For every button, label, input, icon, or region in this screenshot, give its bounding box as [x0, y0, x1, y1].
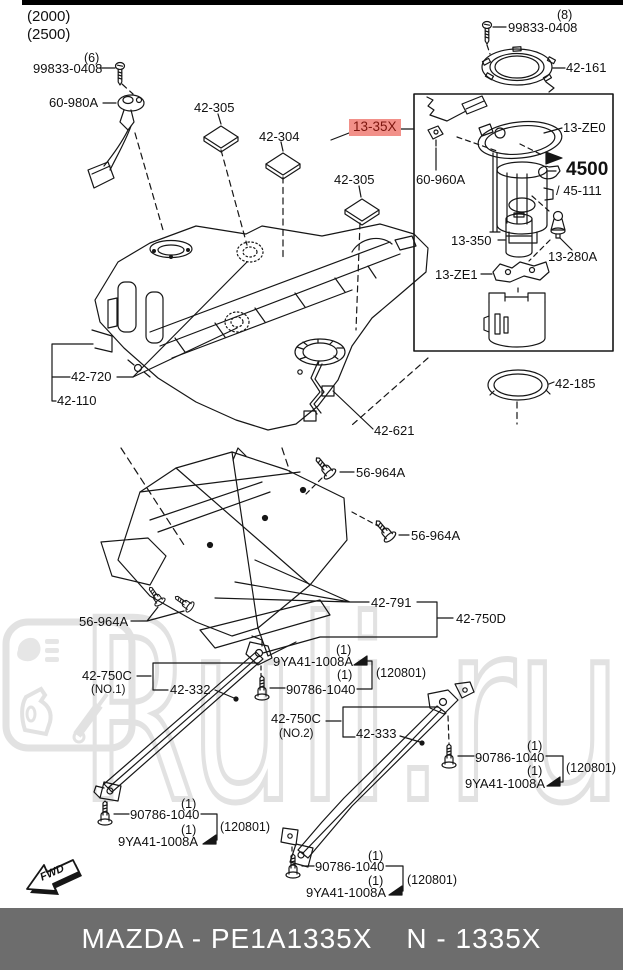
lock-ring-42-161	[481, 46, 557, 93]
watermark-text: Ruli.ru	[78, 567, 623, 858]
qty-label: (1)	[368, 874, 384, 888]
tank-protector-shield	[100, 447, 348, 657]
fuel-pump-13-350	[505, 212, 533, 258]
part-label-9YA41-1008A-a: 9YA41-1008A	[273, 654, 353, 669]
part-label-13-ZE1: 13-ZE1	[435, 267, 478, 282]
seal-ring-42-185	[487, 369, 551, 401]
bracket-13-ZE1	[492, 261, 550, 283]
tank-strap-42-333	[280, 681, 475, 868]
part-label-42-185: 42-185	[555, 376, 596, 391]
part-label-60-980A: 60-980A	[49, 95, 99, 110]
pad-42-305-b	[344, 198, 380, 226]
part-label-90786-1040-b: 90786-1040	[130, 807, 200, 822]
part-label-42-750C-no2: 42-750C	[271, 711, 321, 726]
bolt-icon	[310, 452, 338, 482]
strap-no1-label: (NO.1)	[91, 684, 126, 696]
part-label-42-305-b: 42-305	[334, 172, 375, 187]
part-label-13-ZE0: 13-ZE0	[563, 120, 606, 135]
qty-label: (1)	[336, 643, 352, 657]
date-code-label: (120801)	[407, 873, 458, 887]
pointer-arrow-icon	[545, 151, 563, 165]
part-label-42-621: 42-621	[374, 423, 415, 438]
clip-hand-icon	[538, 165, 561, 180]
date-code-label: (120801)	[566, 761, 617, 775]
part-label-90786-1040-d: 90786-1040	[475, 750, 545, 765]
fuel-tank-42-110	[91, 223, 429, 431]
bolt-icon	[370, 515, 398, 545]
screw-icon	[114, 61, 126, 86]
fuel-pump-module-13-ZE0	[477, 120, 563, 244]
part-label-42-333: 42-333	[356, 726, 397, 741]
date-code-label: (120801)	[376, 666, 427, 680]
strap-no2-label: (NO.2)	[279, 728, 314, 740]
qty-label: (1)	[337, 668, 353, 682]
part-label-9YA41-1008A-d: 9YA41-1008A	[465, 776, 545, 791]
part-label-42-750D: 42-750D	[456, 611, 506, 626]
footer-page-code: N - 1335X	[406, 923, 542, 954]
part-label-42-161: 42-161	[566, 60, 607, 75]
part-label-99833-0408: 99833-0408	[33, 61, 103, 76]
section-ref-4500: 4500	[566, 159, 609, 180]
arrow-marker-icon	[388, 885, 403, 896]
screw-icon	[481, 20, 493, 45]
qty-label: (1)	[368, 849, 384, 863]
valve-13-280A	[550, 210, 566, 239]
part-label-42-332: 42-332	[170, 682, 211, 697]
pad-42-304	[265, 152, 301, 180]
part-label-9YA41-1008A-c: 9YA41-1008A	[306, 885, 386, 900]
part-label-42-110: 42-110	[57, 393, 97, 408]
section-ref-45-111: / 45-111	[556, 183, 602, 198]
top-border-bar	[22, 0, 623, 5]
part-label-56-964A-c: 56-964A	[79, 614, 129, 629]
part-label-13-280A: 13-280A	[548, 249, 598, 264]
part-label-9YA41-1008A-b: 9YA41-1008A	[118, 834, 198, 849]
fuel-gauge-sender-60-980A	[87, 94, 145, 189]
part-label-60-960A: 60-960A	[416, 172, 466, 187]
part-label-42-305-a: 42-305	[194, 100, 235, 115]
engine-variant-2500: (2500)	[27, 26, 71, 43]
fwd-arrow-icon	[26, 859, 82, 895]
reservoir-cup	[483, 292, 546, 348]
watermark: Ruli.ru	[2, 564, 623, 861]
fuel-sender-60-960A	[426, 95, 488, 147]
qty-label: (8)	[557, 8, 573, 22]
part-label-99833-0408-b: 99833-0408	[508, 20, 578, 35]
part-label-42-791: 42-791	[371, 595, 412, 610]
qty-label: (6)	[84, 51, 100, 65]
part-label-42-304: 42-304	[259, 129, 300, 144]
part-label-13-35X-highlighted[interactable]: 13-35X	[349, 119, 401, 137]
qty-label: (1)	[181, 797, 197, 811]
part-label-90786-1040-a: 90786-1040	[286, 682, 356, 697]
part-label-56-964A-a: 56-964A	[356, 465, 406, 480]
arrow-marker-icon	[202, 834, 217, 845]
part-label-90786-1040-c: 90786-1040	[315, 859, 385, 874]
part-label-42-750C-no1: 42-750C	[82, 668, 132, 683]
footer-bar: MAZDA - PE1A1335X N - 1335X	[0, 908, 623, 970]
part-label-13-350: 13-350	[451, 233, 492, 248]
qty-label: (1)	[527, 739, 543, 753]
qty-label: (1)	[181, 823, 197, 837]
pad-42-305-a	[203, 125, 239, 153]
qty-label: (1)	[527, 764, 543, 778]
footer-catalog-code: MAZDA - PE1A1335X	[81, 923, 373, 954]
tank-strap-42-332	[93, 635, 273, 802]
part-label-42-720: 42-720	[71, 369, 112, 384]
date-code-label: (120801)	[220, 820, 271, 834]
detail-box-13-35X	[413, 93, 614, 352]
engine-variant-2000: (2000)	[27, 8, 71, 25]
part-label-56-964A-b: 56-964A	[411, 528, 461, 543]
